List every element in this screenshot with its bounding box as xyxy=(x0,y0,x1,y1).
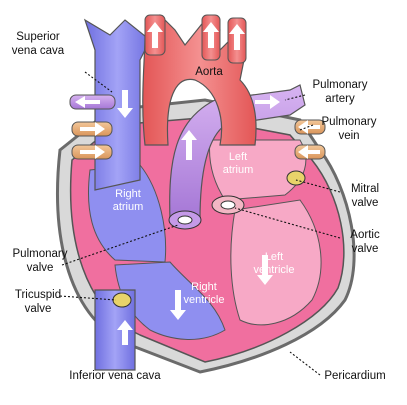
mitral-valve xyxy=(286,170,306,186)
label-pulm-vein-2: vein xyxy=(338,130,359,142)
arrow-aorta-1 xyxy=(147,22,163,48)
label-aortic-2: valve xyxy=(352,243,379,255)
arrow-aorta-2 xyxy=(203,22,219,48)
label-right-atrium-1: Right xyxy=(115,188,141,200)
arrow-pv-left-1 xyxy=(80,122,105,136)
pulmonary-trunk xyxy=(169,84,306,221)
aortic-valve xyxy=(211,195,245,215)
inferior-vena-cava xyxy=(94,289,136,371)
label-pulm-artery-1: Pulmonary xyxy=(313,79,368,91)
arrow-pulm-art-left xyxy=(75,96,100,108)
label-pulm-valve-1: Pulmonary xyxy=(13,248,68,260)
label-aorta: Aorta xyxy=(195,66,223,78)
label-tricuspid-2: valve xyxy=(25,303,52,315)
label-mitral-2: valve xyxy=(352,197,379,209)
label-aortic-1: Aortic xyxy=(350,229,380,241)
leader-pulm-artery xyxy=(284,94,306,101)
label-svc-1: Superior xyxy=(16,31,60,43)
arrow-lv xyxy=(257,255,273,285)
label-left-ventricle-2: ventricle xyxy=(254,264,295,276)
label-pulm-vein-1: Pulmonary xyxy=(322,116,377,128)
arrow-rv xyxy=(170,290,186,320)
arrow-pulm-trunk xyxy=(181,130,197,160)
tricuspid-valve xyxy=(112,292,132,308)
leader-pulm-valve xyxy=(61,224,179,266)
leader-pericardium xyxy=(289,351,321,376)
arrow-svc xyxy=(117,90,133,118)
arrow-pv-left-2 xyxy=(80,145,105,159)
label-ivc: Inferior vena cava xyxy=(69,370,161,382)
label-pulm-artery-2: artery xyxy=(325,93,355,105)
left-ventricle-chamber xyxy=(230,199,322,326)
arrow-pv-right-2 xyxy=(298,145,320,159)
label-left-atrium-2: atrium xyxy=(223,164,254,176)
leader-tricuspid xyxy=(59,295,117,301)
label-pericardium: Pericardium xyxy=(324,370,385,382)
label-mitral-1: Mitral xyxy=(351,183,379,195)
label-pulm-valve-2: valve xyxy=(27,262,54,274)
label-right-atrium-2: atrium xyxy=(113,201,144,213)
label-left-ventricle-1: Left xyxy=(265,251,283,263)
label-right-ventricle-2: ventricle xyxy=(184,294,225,306)
label-svc-2: vena cava xyxy=(12,45,65,57)
label-left-atrium-1: Left xyxy=(229,151,247,163)
label-right-ventricle-1: Right xyxy=(191,281,217,293)
label-tricuspid-1: Tricuspid xyxy=(15,289,61,301)
arrow-ivc xyxy=(117,320,133,345)
pulmonary-valve xyxy=(168,210,202,230)
arrow-pulm-art xyxy=(255,95,280,109)
arrow-aorta-3 xyxy=(229,24,245,50)
leader-svc xyxy=(84,71,113,93)
